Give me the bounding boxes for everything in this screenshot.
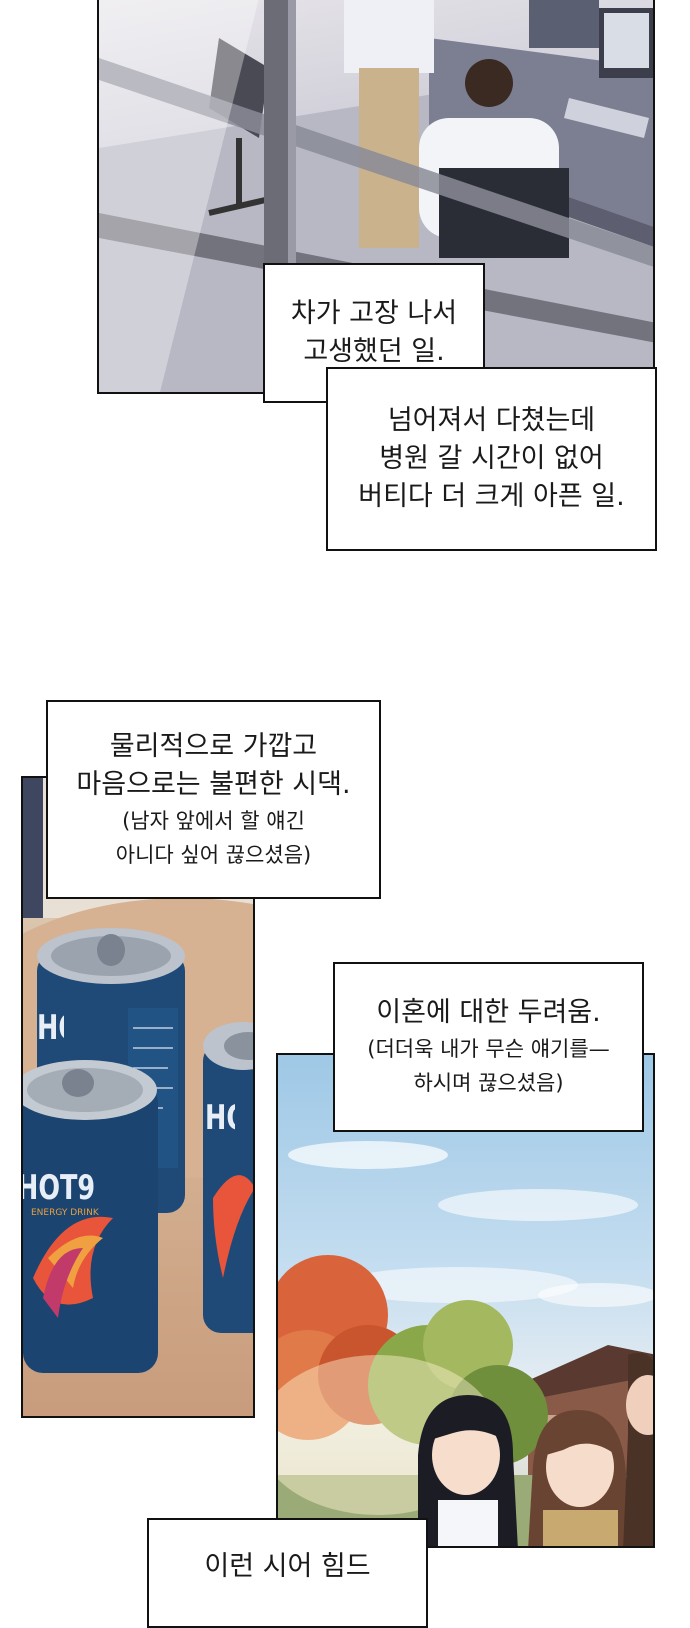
park-panel [276, 1053, 655, 1548]
can-front [23, 1060, 158, 1373]
caption-line: 차가 고장 나서 [290, 298, 458, 329]
caption-divorce: 이혼에 대한 두려움. (더더욱 내가 무슨 얘기를— 하시며 끊으셨음) [333, 962, 644, 1132]
caption-line: 이런 시어 힘드 [204, 1551, 371, 1582]
caption-line: 넘어져서 다쳤는데 [387, 405, 596, 436]
caption-in-laws: 물리적으로 가깝고 마음으로는 불편한 시댁. (남자 앞에서 할 얘긴 아니다… [46, 700, 381, 899]
caption-bottom-partial: 이런 시어 힘드 [147, 1518, 428, 1628]
woman-right [528, 1410, 628, 1546]
caption-injury: 넘어져서 다쳤는데 병원 갈 시간이 없어 버티다 더 크게 아픈 일. [326, 367, 657, 551]
caption-line: 물리적으로 가깝고 [109, 730, 318, 762]
woman-left [418, 1395, 518, 1546]
can-brand-label: HOT9 [21, 1168, 96, 1208]
caption-aside-line: (더더욱 내가 무슨 얘기를— [367, 1037, 610, 1061]
caption-line: 병원 갈 시간이 없어 [379, 443, 604, 474]
can-brand-label-right: HOT9 [205, 1098, 235, 1138]
caption-line: 고생했던 일. [303, 336, 445, 367]
caption-aside-line: 하시며 끊으셨음) [413, 1071, 564, 1095]
park-illustration [278, 1141, 653, 1546]
can-right [203, 1022, 253, 1333]
can-brand-text: HOT9 [37, 1008, 64, 1048]
caption-aside-line: 아니다 싶어 끊으셨음) [115, 842, 312, 867]
caption-line: 마음으로는 불편한 시댁. [76, 768, 351, 800]
can-sub-label: ENERGY DRINK [31, 1208, 99, 1218]
caption-line: 이혼에 대한 두려움. [376, 997, 601, 1028]
caption-line: 버티다 더 크게 아픈 일. [358, 481, 625, 512]
cans-illustration [23, 778, 253, 1373]
caption-aside-line: (남자 앞에서 할 얘긴 [122, 808, 305, 833]
can-brand-text: HOT9 [205, 1098, 235, 1138]
can-brand-label-back: HOT9 [37, 1008, 64, 1048]
